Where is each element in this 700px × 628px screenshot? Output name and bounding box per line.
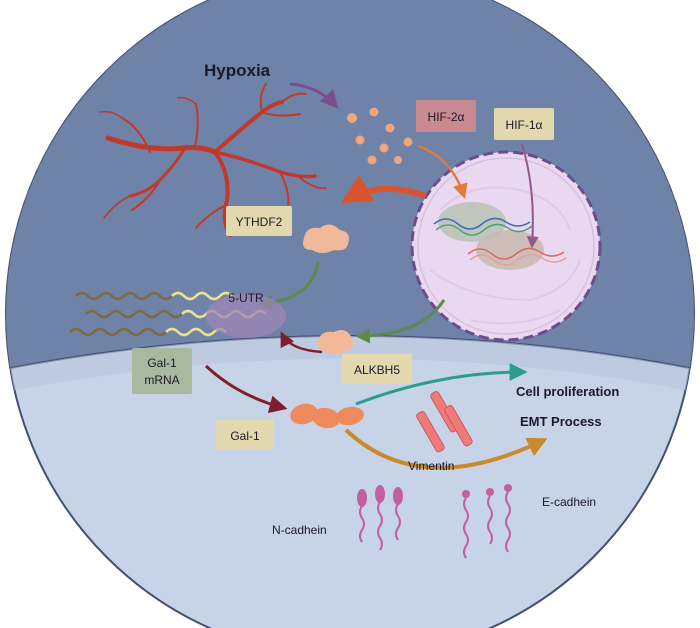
hypoxia-arrow xyxy=(289,82,339,109)
e-cadherin-label: E-cadhein xyxy=(542,495,596,509)
chromatin-upper xyxy=(438,202,506,242)
utr-label: 5-UTR xyxy=(228,291,264,305)
alkbh5-box: ALKBH5 xyxy=(342,354,412,384)
alkbh5-protein xyxy=(317,330,353,354)
n-cadherin-icon xyxy=(357,485,403,551)
alkbh5-label: ALKBH5 xyxy=(354,363,400,377)
cell-proliferation-label: Cell proliferation xyxy=(516,384,619,399)
hif-2a-arrow xyxy=(417,144,468,199)
gal1-mrna-label-line1: Gal-1 xyxy=(147,356,177,370)
e-cadherin-icon xyxy=(462,484,512,559)
alkbh5-to-utr-arrow xyxy=(280,331,323,354)
nucleus-to-alkbh5-arrow xyxy=(355,299,446,344)
gal1-mrna-label-line2: mRNA xyxy=(144,373,179,387)
emt-process-label: EMT Process xyxy=(520,414,602,429)
hypoxia-label: Hypoxia xyxy=(204,61,271,80)
vimentin-label: Vimentin xyxy=(408,459,454,473)
gal1-to-proliferation-arrow xyxy=(355,363,528,406)
gal1-mrna-box: Gal-1 mRNA xyxy=(132,348,192,394)
hif-2a-label: HIF-2α xyxy=(428,110,465,124)
gal1-protein xyxy=(290,403,364,429)
ythdf2-box: YTHDF2 xyxy=(226,206,292,236)
utr-region xyxy=(206,294,286,338)
ythdf2-protein xyxy=(303,224,349,253)
nucleus-to-ythdf2-arrow xyxy=(340,174,427,204)
gal1-to-emt-arrow xyxy=(344,428,548,470)
gal1-label: Gal-1 xyxy=(230,429,260,443)
hif-particles xyxy=(347,107,413,165)
n-cadherin-label: N-cadhein xyxy=(272,523,327,537)
hif-1a-box: HIF-1α xyxy=(494,108,554,140)
ythdf2-label: YTHDF2 xyxy=(236,215,283,229)
gal1-box: Gal-1 xyxy=(216,420,274,450)
hif-1a-arrow xyxy=(521,143,539,249)
mrna-to-gal1-arrow xyxy=(204,364,288,414)
hif-2a-box: HIF-2α xyxy=(416,100,476,132)
hif-1a-label: HIF-1α xyxy=(506,118,543,132)
nucleus xyxy=(410,150,602,342)
vimentin-filaments xyxy=(416,391,473,453)
